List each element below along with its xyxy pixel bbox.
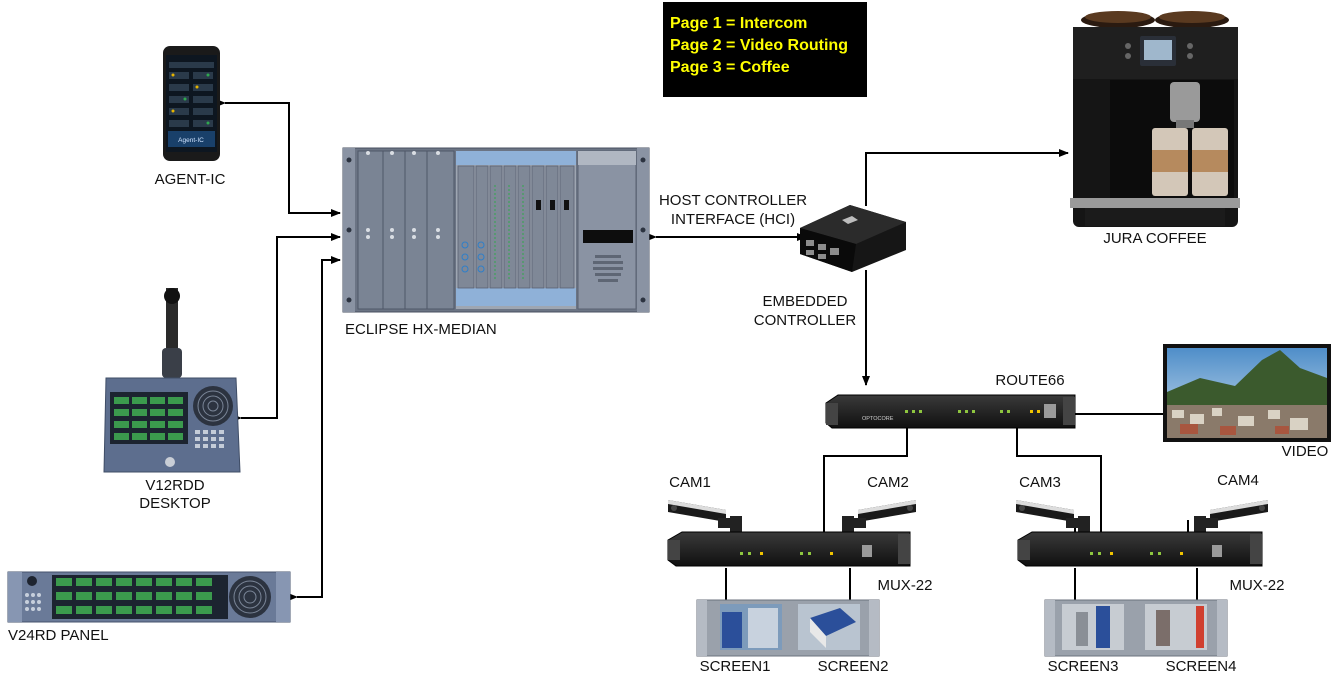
- camera-cam2: [842, 500, 916, 532]
- link-agent-ic-eclipse: [216, 99, 341, 217]
- mux-left-label: MUX-22: [877, 577, 933, 594]
- v24rd-rack-panel: [7, 571, 291, 623]
- camera-cam4: [1194, 500, 1268, 532]
- route66-label: ROUTE66: [995, 372, 1065, 389]
- link-route66-mux-right: [1016, 428, 1102, 535]
- agent-ic-label: AGENT-IC: [154, 171, 226, 188]
- embedded-controller-box: [800, 205, 906, 272]
- camera-cam1: [668, 500, 742, 532]
- mux-22-right: [1017, 531, 1263, 567]
- agent-ic-phone: Agent-IC: [163, 46, 220, 161]
- screen3-label: SCREEN3: [1047, 658, 1119, 675]
- legend-item-page2: Page 2 = Video Routing: [670, 37, 848, 54]
- v12rdd-label-line1: V12RDD: [145, 477, 205, 494]
- eclipse-label: ECLIPSE HX-MEDIAN: [345, 321, 497, 338]
- jura-coffee-machine: [1070, 11, 1240, 227]
- hci-label-line1: HOST CONTROLLER: [658, 192, 808, 209]
- screen2-label: SCREEN2: [817, 658, 889, 675]
- link-controller-jura: [865, 149, 1069, 206]
- embedded-label-line1: EMBEDDED: [762, 293, 848, 310]
- v12rdd-desktop-panel: [103, 288, 241, 473]
- v24rd-label: V24RD PANEL: [8, 627, 109, 644]
- mux-right-label: MUX-22: [1229, 577, 1285, 594]
- legend-item-page3: Page 3 = Coffee: [670, 59, 790, 76]
- v12rdd-label-line2: DESKTOP: [139, 495, 211, 512]
- route66-router: OPTOCORE: [825, 394, 1076, 429]
- cam1-label: CAM1: [669, 474, 711, 491]
- legend-item-page1: Page 1 = Intercom: [670, 15, 808, 32]
- cam2-label: CAM2: [867, 474, 909, 491]
- link-v24rd-eclipse: [288, 256, 341, 601]
- route66-brand: OPTOCORE: [862, 416, 894, 422]
- cam4-label: CAM4: [1217, 472, 1259, 489]
- jura-label: JURA COFFEE: [1103, 230, 1207, 247]
- phone-app-name: Agent-IC: [178, 137, 204, 144]
- hci-label-line2: INTERFACE (HCI): [670, 211, 796, 228]
- eclipse-hx-median-frame: [342, 147, 650, 313]
- screen-pair-right: [1044, 599, 1228, 657]
- cam3-label: CAM3: [1019, 474, 1061, 491]
- camera-cam3: [1016, 500, 1090, 532]
- screen3-display: [1062, 604, 1124, 650]
- embedded-label-line2: CONTROLLER: [753, 312, 857, 329]
- page-legend: Page 1 = Intercom Page 2 = Video Routing…: [663, 2, 867, 97]
- video-monitor: [1163, 344, 1331, 442]
- screen1-label: SCREEN1: [699, 658, 771, 675]
- mux-22-left: [667, 531, 911, 567]
- video-label: VIDEO: [1281, 443, 1329, 460]
- link-v12rdd-eclipse: [232, 233, 341, 422]
- screen4-label: SCREEN4: [1165, 658, 1237, 675]
- link-route66-mux-left: [823, 428, 908, 535]
- screen-pair-left: [696, 599, 880, 657]
